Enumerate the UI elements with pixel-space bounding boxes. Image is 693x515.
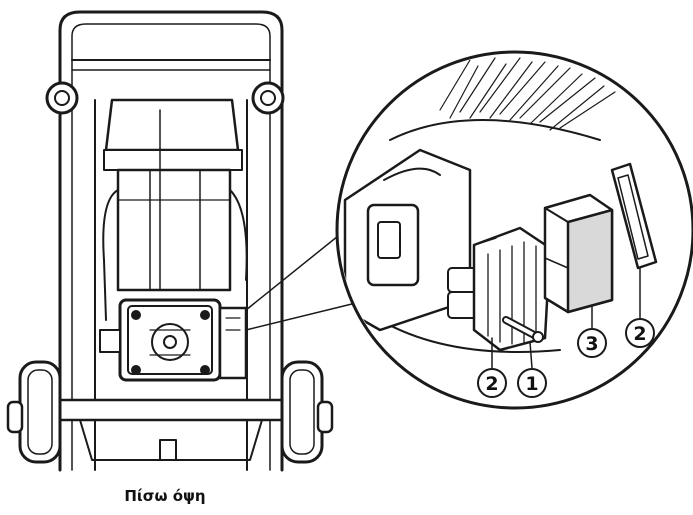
callout-3: 3 — [577, 328, 607, 358]
inlet-port — [366, 203, 420, 287]
machine-rear-view — [6, 10, 334, 472]
motor-body — [116, 168, 232, 292]
detail-inset — [335, 50, 693, 410]
callout-1: 1 — [517, 368, 547, 398]
left-wheel — [6, 360, 62, 464]
base-frame — [58, 398, 284, 422]
zoom-leader-top — [245, 227, 349, 311]
callout-label: 1 — [525, 373, 538, 395]
motor-fins — [439, 57, 616, 131]
filter-block — [543, 193, 614, 314]
callout-label: 2 — [485, 373, 498, 395]
left-knob-icon — [45, 81, 79, 115]
motor-cover — [104, 98, 240, 152]
zoom-leader-bottom — [245, 301, 361, 331]
right-knob-icon — [251, 81, 285, 115]
screw — [502, 316, 544, 343]
callout-label: 3 — [585, 333, 598, 355]
valve-block — [472, 226, 552, 352]
callout-label: 2 — [633, 323, 646, 345]
callout-2-right: 2 — [625, 318, 655, 348]
pump-block — [118, 298, 222, 382]
callout-2-left: 2 — [477, 368, 507, 398]
cover-plate — [610, 162, 658, 270]
right-wheel — [280, 360, 334, 464]
view-caption: Πίσω όψη — [124, 487, 206, 505]
handle-frame — [58, 10, 284, 472]
